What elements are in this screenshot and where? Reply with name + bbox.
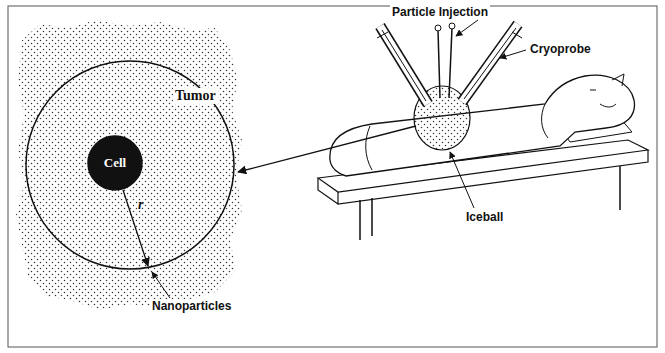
callout-label: Particle Injection [390,5,490,19]
zoom-arrow [238,126,416,172]
patient-body [330,75,635,176]
nanoparticle-cloud [16,20,242,310]
radius-arrow [123,190,148,266]
cryoprobe [377,26,428,104]
figure-frame [8,6,657,347]
patient-face [590,74,624,107]
callout-label: Nanoparticles [150,299,233,313]
leader-line [450,152,474,208]
injection-needle [435,23,455,98]
callout-label: Iceball [464,210,505,224]
node-text: Cell [104,155,126,171]
leader-line [152,272,170,298]
cryoprobe [462,24,522,102]
tumor-circle: TumorCell [25,60,235,270]
leader-line [456,20,478,36]
leader-line [500,50,526,58]
node-text: Tumor [173,88,218,104]
radius-symbol: r [136,198,145,212]
cell-circle: Cell [87,135,143,191]
callout-label: Cryoprobe [528,42,593,56]
table-edge [318,178,338,204]
tumor-circle-shape [26,61,234,269]
table-leg [360,166,620,240]
cell-circle-shape [88,136,142,190]
